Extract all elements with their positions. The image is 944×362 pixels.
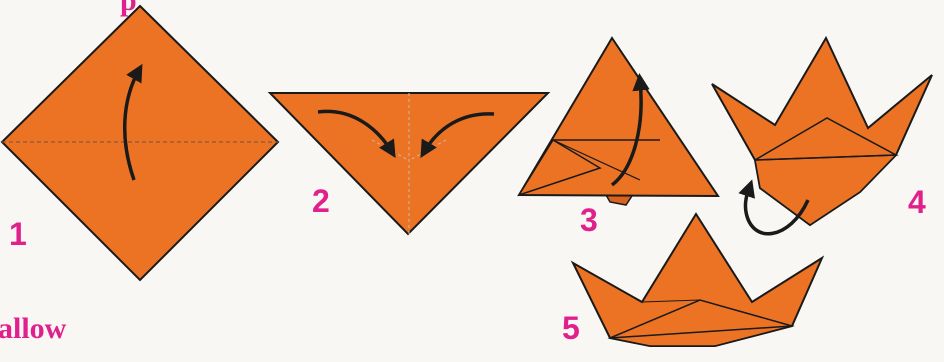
step-3-shape — [519, 38, 718, 205]
step-5-label: 5 — [562, 312, 580, 344]
step-3-label: 3 — [580, 204, 598, 236]
step-1-paper — [2, 6, 278, 280]
step-4-label: 4 — [908, 186, 926, 218]
step-2-label: 2 — [312, 185, 330, 217]
step-1-diamond — [2, 6, 278, 280]
step-4-shape — [712, 38, 932, 234]
clipped-top-text: p — [120, 0, 137, 16]
step-1-label: 1 — [9, 218, 27, 250]
step-5-shape — [573, 214, 822, 346]
clipped-bottom-left-text: allow — [0, 314, 66, 344]
